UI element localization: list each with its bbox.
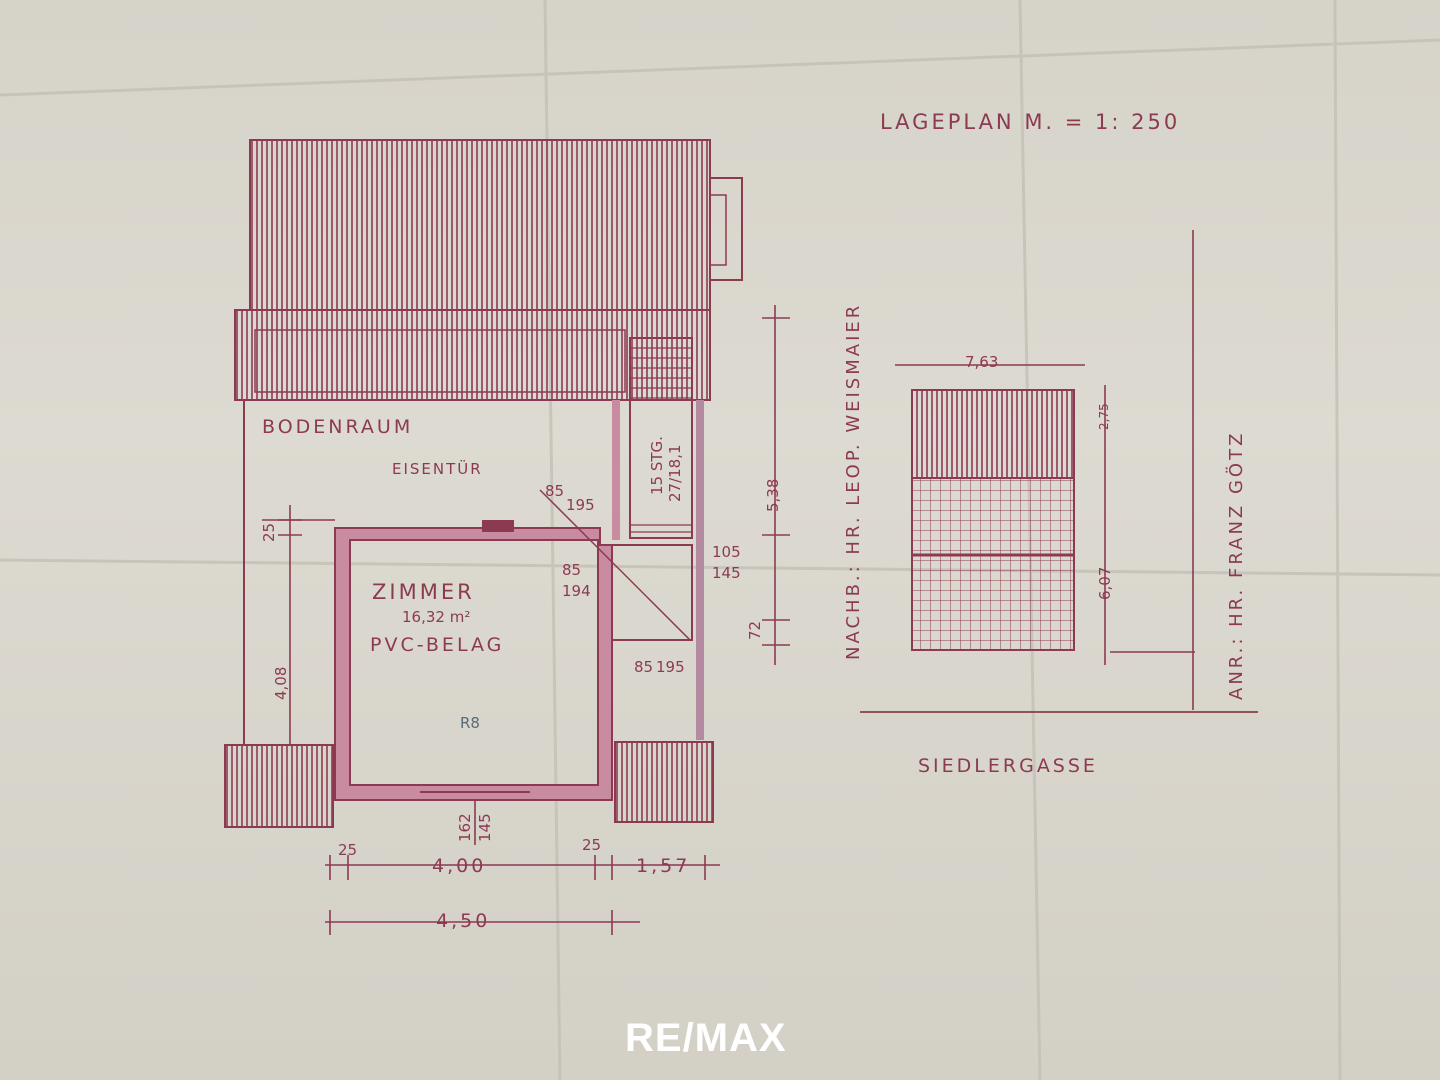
street-label: SIEDLERGASSE: [918, 755, 1098, 777]
dim-85b: 85: [562, 561, 582, 579]
dim-width-stair: 1,57: [636, 855, 691, 877]
neighbor-left: NACHB.: HR. LEOP. WEISMAIER: [843, 302, 864, 660]
site-building: [911, 477, 1075, 651]
site-height-607: 6,07: [1096, 566, 1114, 600]
dim-height-total: 5,38: [764, 478, 782, 512]
dim-bottom-25a: 25: [338, 841, 358, 859]
site-height-275: 2,75: [1097, 403, 1111, 430]
dim-stair-27: 27/18,1: [666, 444, 684, 502]
dim-72: 72: [746, 620, 764, 640]
site-roof: [911, 389, 1075, 479]
dim-window-145: 145: [476, 813, 494, 842]
corner-left-hatch: [224, 744, 334, 828]
dim-height-room: 4,08: [272, 666, 290, 700]
room-label-name: ZIMMER: [372, 580, 475, 604]
site-width-label: 7,63: [965, 353, 999, 371]
dim-wall-25: 25: [260, 522, 278, 542]
dim-194: 194: [562, 582, 591, 600]
stair-outline: [629, 337, 693, 539]
dim-window-162: 162: [456, 813, 474, 842]
landing: [611, 544, 693, 641]
dim-bottom-25b: 25: [582, 836, 602, 854]
door-marker: [482, 520, 514, 532]
label-iron-door: EISENTÜR: [392, 460, 483, 478]
room-label-floor: PVC-BELAG: [370, 634, 505, 656]
dim-105: 105: [712, 543, 741, 561]
dim-door-195a: 195: [566, 496, 595, 514]
dim-195b: 195: [656, 658, 685, 676]
roof-hatch: [249, 139, 711, 311]
diagonal-line: [539, 489, 691, 641]
room-label-area: 16,32 m²: [402, 608, 471, 626]
stair-steps: [630, 347, 692, 533]
chimney-inner: [709, 194, 727, 266]
dim-85c: 85: [634, 658, 654, 676]
gable-wall: [234, 309, 711, 401]
dim-door-85a: 85: [545, 482, 565, 500]
neighbor-right: ANR.: HR. FRANZ GÖTZ: [1226, 430, 1247, 700]
dim-width-inner: 4,00: [432, 855, 487, 877]
dim-width-total: 4,50: [436, 910, 491, 932]
pencil-note: R8: [460, 714, 480, 732]
dim-stair-15: 15 STG.: [648, 436, 666, 495]
corner-right-hatch: [614, 741, 714, 823]
dimension-lines: [262, 305, 790, 935]
remax-logo: RE/MAX: [625, 1016, 787, 1060]
plan-title: LAGEPLAN M. = 1: 250: [880, 110, 1181, 134]
gable-wall-inner: [254, 329, 626, 393]
dim-145: 145: [712, 564, 741, 582]
room-label-attic: BODENRAUM: [262, 416, 414, 438]
